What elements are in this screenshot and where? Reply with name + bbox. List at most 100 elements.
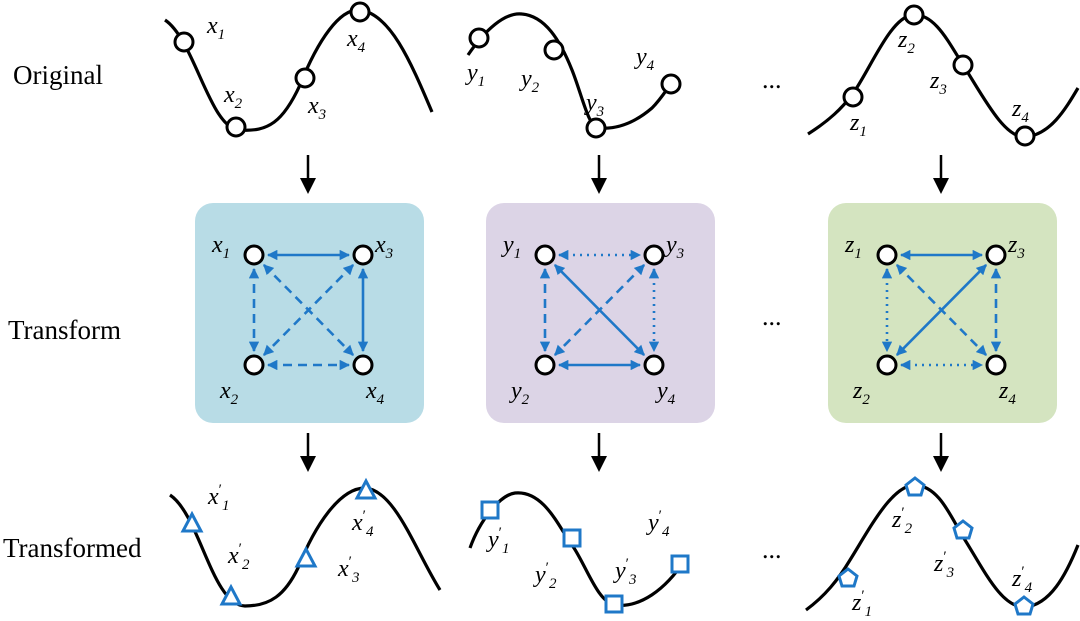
original-x4-label: x4: [346, 26, 366, 56]
original-z2-point: [903, 4, 925, 26]
transformed-x1-triangle: [180, 510, 204, 533]
original-x2-label: x2: [223, 82, 243, 112]
original-x1-label: x1: [206, 13, 225, 43]
original-z3-label: z3: [929, 68, 947, 98]
original-z2-label: z2: [897, 27, 915, 57]
transform-box-x: x1 x3 x2 x4: [195, 203, 424, 423]
transform-x1-node: [243, 244, 265, 266]
transform-z1-label: z1: [844, 232, 862, 262]
original-z-curve: [807, 13, 1080, 139]
transform-y2-label: y2: [509, 378, 530, 408]
arrow-x-original-to-transform: [300, 155, 316, 194]
transformed-z-series: z′1 z′2 z′3 z′4: [805, 476, 1080, 620]
original-y1-label: y1: [465, 60, 485, 90]
transform-x1-label: x1: [211, 232, 230, 262]
transform-box-z-edges: [881, 249, 1002, 371]
transformed-y2-label: y′2: [533, 560, 557, 592]
arrow-z-transform-to-transformed: [933, 433, 949, 472]
edge-x3-x2: [262, 264, 355, 356]
arrow-y-transform-to-transformed: [591, 433, 607, 472]
transform-box-y-edges: [539, 249, 660, 371]
transform-x4-label: x4: [365, 378, 385, 408]
original-y2-point: [543, 39, 565, 61]
arrow-z-original-to-transform: [933, 155, 949, 194]
transformed-y3-square: [604, 594, 624, 614]
ellipsis-original: ...: [762, 65, 782, 94]
transform-x3-node: [352, 244, 374, 266]
original-y4-label: y4: [634, 44, 655, 74]
original-z1-label: z1: [849, 110, 867, 140]
transform-y1-label: y1: [501, 232, 521, 262]
original-x1-point: [173, 31, 195, 53]
transformed-z2-pentagon: [904, 476, 926, 497]
original-z-series: z1 z2 z3 z4: [807, 4, 1080, 147]
transformed-z3-label: z′3: [933, 549, 954, 581]
transformed-x4-triangle: [354, 477, 378, 500]
transform-x3-label: x3: [374, 232, 393, 262]
original-z1-point: [842, 86, 864, 108]
row-label-transformed: Transformed: [3, 533, 142, 563]
original-y3-point: [585, 117, 607, 139]
transform-z1-node: [876, 244, 898, 266]
original-y4-point: [660, 73, 682, 95]
arrow-x-transform-to-transformed: [300, 433, 316, 472]
transformed-z2-label: z′2: [891, 505, 913, 537]
transform-y3-node: [643, 244, 665, 266]
transform-y1-node: [534, 244, 556, 266]
transformed-y1-square: [480, 500, 500, 520]
original-x2-point: [225, 116, 247, 138]
transform-y4-node: [643, 354, 665, 376]
edge-y3-y2: [553, 264, 646, 356]
transformed-x-curve: [169, 486, 442, 608]
transform-z2-node: [876, 354, 898, 376]
original-x-series: x1 x2 x3 x4: [164, 1, 434, 138]
transformed-z-curve: [805, 483, 1080, 612]
transformed-y-curve: [468, 491, 687, 607]
row-label-original: Original: [13, 60, 103, 90]
transform-box-y: y1 y3 y2 y4: [486, 203, 715, 423]
transformed-y2-square: [562, 528, 582, 548]
transformed-z1-label: z′1: [851, 588, 872, 620]
transformed-x-series: x′1 x′2 x′3 x′4: [169, 477, 442, 608]
transform-box-z-background: [828, 203, 1057, 423]
transform-z2-label: z2: [852, 378, 870, 408]
original-y-series: y1 y2 y3 y4: [465, 12, 682, 139]
original-y1-point: [468, 27, 490, 49]
transform-x2-node: [243, 354, 265, 376]
transformed-x2-triangle: [219, 583, 243, 606]
transform-box-x-edges: [248, 249, 369, 371]
transform-x4-node: [352, 354, 374, 376]
transformed-y4-label: y′4: [646, 508, 670, 540]
original-x4-point: [349, 1, 371, 23]
transform-box-z: z1 z3 z2 z4: [828, 203, 1057, 423]
ellipsis-transform: ...: [762, 302, 782, 331]
transformed-y1-label: y′1: [486, 525, 509, 557]
original-x3-label: x3: [307, 93, 326, 123]
transformed-y-series: y′1 y′2 y′3 y′4: [468, 491, 690, 614]
transformed-z4-pentagon: [1013, 595, 1035, 616]
transformed-x4-label: x′4: [351, 508, 374, 540]
original-y2-label: y2: [519, 66, 540, 96]
transform-z4-node: [985, 354, 1007, 376]
transformed-y3-label: y′3: [613, 556, 636, 588]
transformed-z1-pentagon: [837, 567, 859, 588]
transform-z4-label: z4: [998, 378, 1016, 408]
arrow-y-original-to-transform: [591, 155, 607, 194]
transformed-y4-square: [670, 554, 690, 574]
transformed-x2-label: x′2: [227, 541, 250, 573]
original-z4-label: z4: [1011, 96, 1029, 126]
transform-x2-label: x2: [219, 378, 239, 408]
transform-y4-label: y4: [655, 378, 676, 408]
transform-z3-node: [985, 244, 1007, 266]
original-x3-point: [294, 67, 316, 89]
edge-z3-z2: [895, 264, 988, 356]
row-label-transform: Transform: [8, 315, 121, 345]
original-y-curve: [466, 12, 672, 130]
original-z3-point: [952, 54, 974, 76]
transformed-x1-label: x′1: [207, 482, 229, 514]
transform-y2-node: [534, 354, 556, 376]
transform-z3-label: z3: [1007, 232, 1025, 262]
transformed-x3-label: x′3: [337, 554, 359, 586]
transformed-z3-pentagon: [952, 519, 974, 540]
